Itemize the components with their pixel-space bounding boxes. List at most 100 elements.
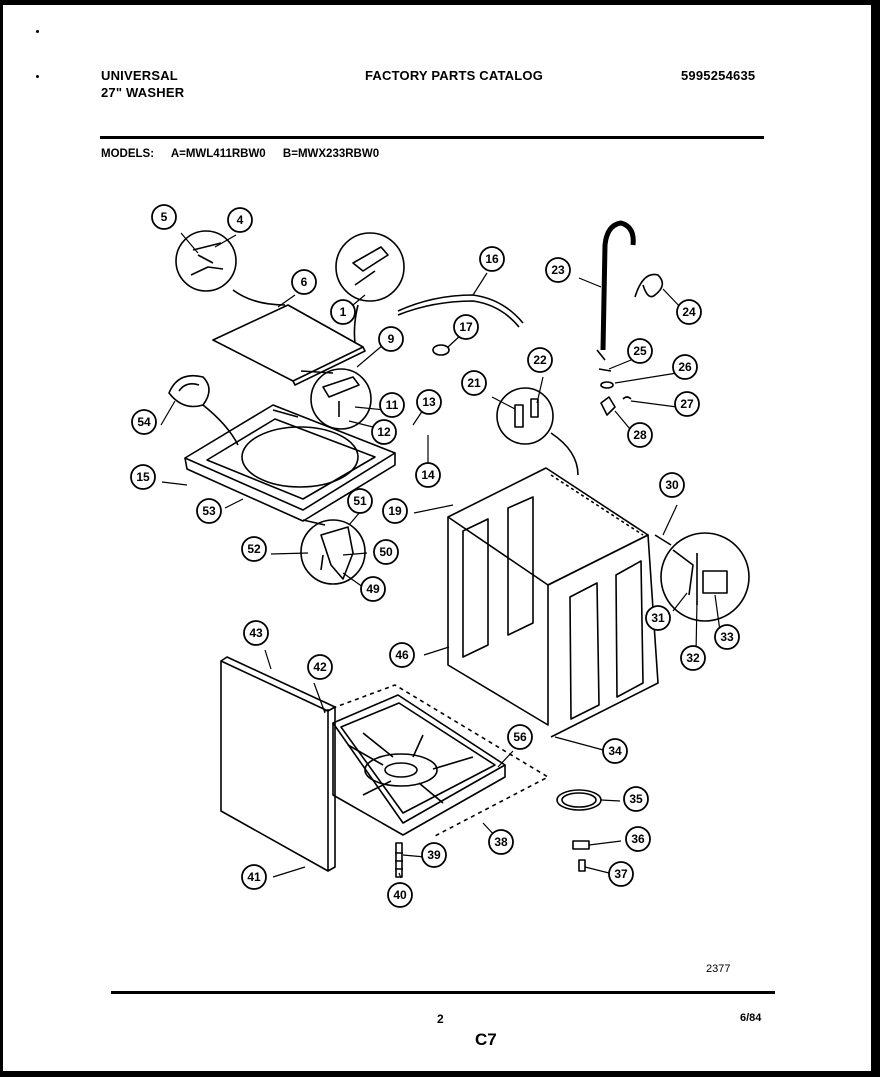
callout-number: 33	[720, 630, 734, 644]
callout-number: 54	[137, 415, 151, 429]
detail-circle-timer	[654, 532, 750, 622]
product-name: 27" WASHER	[101, 85, 185, 100]
callout-35: 35	[623, 786, 649, 812]
callout-13: 13	[416, 389, 442, 415]
callout-number: 34	[608, 744, 622, 758]
callout-number: 5	[161, 210, 168, 224]
callout-9: 9	[378, 326, 404, 352]
base-frame-shape	[324, 684, 549, 838]
callout-number: 1	[340, 305, 347, 319]
footer-rule	[111, 991, 775, 994]
detail-circle-lid-switch	[335, 232, 405, 302]
callout-number: 9	[388, 332, 395, 346]
callout-22: 22	[527, 347, 553, 373]
callout-number: 53	[202, 504, 216, 518]
callout-number: 37	[614, 867, 628, 881]
detail-circle-lid-latch	[300, 519, 366, 585]
models-label: MODELS:	[101, 148, 155, 160]
callout-number: 6	[301, 275, 308, 289]
leader-lines	[160, 232, 721, 879]
callout-number: 39	[427, 848, 441, 862]
drain-hose-shape	[596, 220, 636, 361]
callout-number: 27	[680, 397, 694, 411]
callout-number: 23	[551, 263, 565, 277]
model-a: A=MWL411RBW0	[170, 148, 266, 160]
callout-53: 53	[196, 498, 222, 524]
hose-clip-shape	[634, 273, 664, 298]
exploded-parts-diagram: 1456911121314151617192122232425262728303…	[130, 204, 750, 908]
callout-49: 49	[360, 576, 386, 602]
callout-41: 41	[241, 864, 267, 890]
callout-40: 40	[387, 882, 413, 908]
callout-27: 27	[674, 391, 700, 417]
detail-circle-lid-hinge	[175, 230, 237, 292]
callout-23: 23	[545, 257, 571, 283]
parts-catalog-page: UNIVERSAL 27" WASHER FACTORY PARTS CATAL…	[3, 5, 871, 1071]
page-number: 2	[437, 1012, 444, 1026]
callout-1: 1	[330, 299, 356, 325]
callout-34: 34	[602, 738, 628, 764]
callout-number: 30	[665, 478, 679, 492]
callout-19: 19	[382, 498, 408, 524]
callout-number: 38	[494, 835, 508, 849]
callout-number: 11	[386, 398, 399, 412]
callout-number: 41	[247, 870, 261, 884]
callout-33: 33	[714, 624, 740, 650]
callout-number: 26	[678, 360, 692, 374]
callout-26: 26	[672, 354, 698, 380]
bleach-dispenser-shape	[168, 374, 239, 446]
callout-14: 14	[415, 462, 441, 488]
callout-43: 43	[243, 620, 269, 646]
callout-number: 56	[513, 730, 527, 744]
callout-number: 12	[377, 425, 391, 439]
lid-panel-shape	[212, 289, 366, 386]
callout-number: 14	[421, 468, 435, 482]
hose-fittings-shape	[598, 368, 632, 416]
models-line: MODELS: A=MWL411RBW0 B=MWX233RBW0	[101, 148, 393, 160]
callout-number: 16	[485, 252, 499, 266]
callout-number: 21	[467, 376, 481, 390]
callout-number: 24	[682, 305, 696, 319]
callout-25: 25	[627, 338, 653, 364]
fasteners-shape	[572, 840, 590, 872]
detail-circle-hinge	[300, 368, 372, 430]
strain-relief-shape	[432, 344, 450, 356]
model-b: B=MWX233RBW0	[282, 148, 380, 160]
callout-number: 36	[631, 832, 645, 846]
callout-30: 30	[659, 472, 685, 498]
detail-circle-rear-brackets	[496, 387, 579, 476]
callout-52: 52	[241, 536, 267, 562]
catalog-number: 5995254635	[681, 68, 756, 83]
scan-speck	[36, 75, 39, 78]
callout-6: 6	[291, 269, 317, 295]
callout-number: 49	[366, 582, 380, 596]
callout-number: 4	[237, 213, 244, 227]
callout-46: 46	[389, 642, 415, 668]
callout-16: 16	[479, 246, 505, 272]
callout-number: 43	[249, 626, 263, 640]
callout-42: 42	[307, 654, 333, 680]
callout-56: 56	[507, 724, 533, 750]
section-code: C7	[475, 1030, 497, 1049]
figure-number: 2377	[706, 963, 731, 975]
callout-number: 32	[686, 651, 700, 665]
catalog-title: FACTORY PARTS CATALOG	[365, 68, 544, 83]
callout-number: 25	[633, 344, 647, 358]
callout-4: 4	[227, 207, 253, 233]
callout-number: 15	[136, 470, 150, 484]
callout-number: 28	[633, 428, 647, 442]
wire-harness-shape	[397, 294, 524, 328]
callout-number: 40	[393, 888, 407, 902]
tub-ring-shape	[556, 789, 602, 811]
callout-17: 17	[453, 314, 479, 340]
callout-5: 5	[151, 204, 177, 230]
callout-24: 24	[676, 299, 702, 325]
callout-50: 50	[373, 539, 399, 565]
callout-number: 52	[247, 542, 261, 556]
callout-21: 21	[461, 370, 487, 396]
callout-15: 15	[130, 464, 156, 490]
callout-28: 28	[627, 422, 653, 448]
callout-number: 51	[353, 494, 367, 508]
cabinet-panels-shape	[447, 467, 659, 738]
front-panel-shape	[220, 656, 336, 872]
